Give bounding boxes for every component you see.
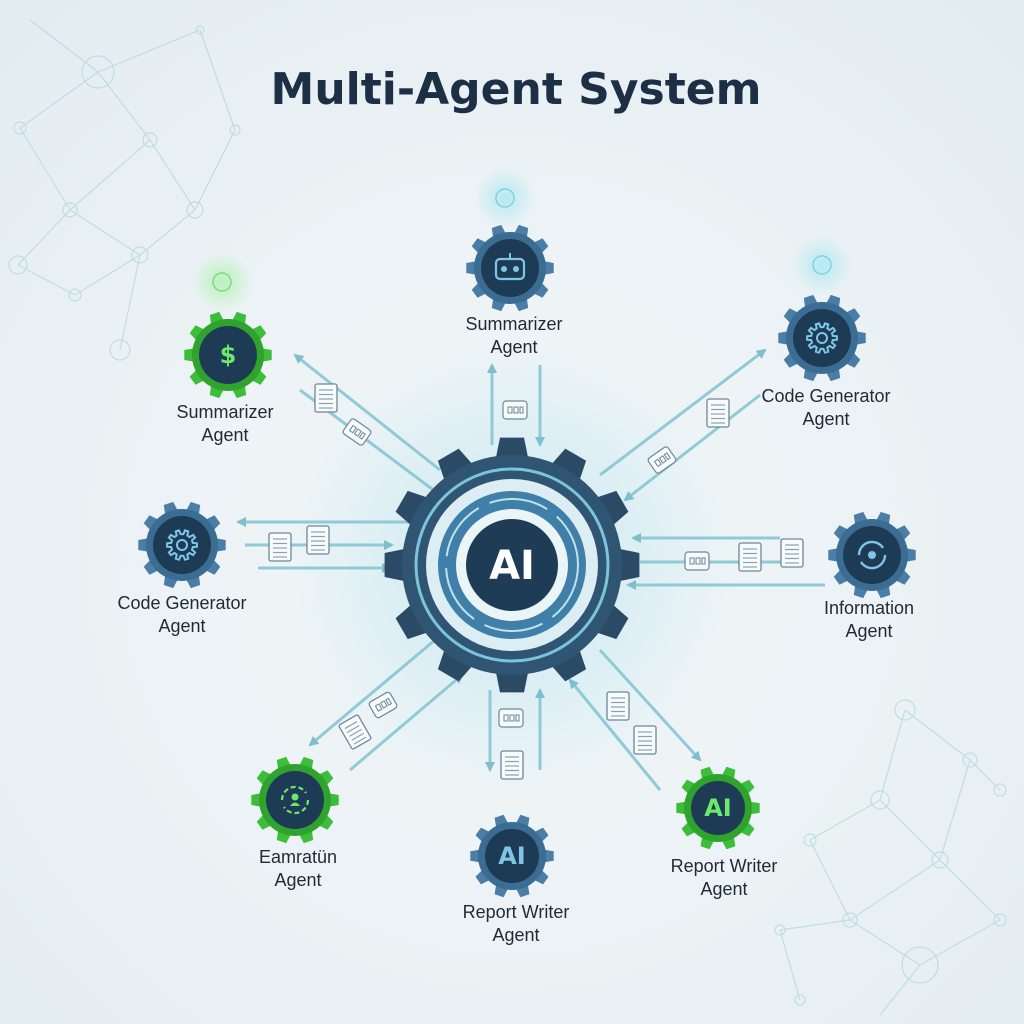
- sparkle-icon: [812, 255, 832, 275]
- agent-label-line: Code Generator: [117, 593, 246, 613]
- hub-core: [466, 519, 558, 611]
- refresh-cycle-icon: [857, 540, 887, 570]
- gear-icon: [166, 529, 198, 561]
- connection-flows: [236, 348, 825, 791]
- document-icon: [633, 725, 657, 755]
- robot-icon: [494, 253, 526, 281]
- flow-arrow-top-left-out: [293, 353, 441, 472]
- network-decoration-bottom-right: [774, 699, 1007, 1016]
- agent-core: [691, 781, 745, 835]
- agent-core: [793, 309, 851, 367]
- sparkle-icon: [495, 188, 515, 208]
- data-tag-icon: [647, 446, 677, 474]
- network-decoration-top-left: [8, 19, 241, 361]
- central-ai-hub[interactable]: AI: [384, 437, 640, 693]
- agent-glow: [792, 235, 852, 295]
- sparkle-icon: [212, 272, 232, 292]
- person-cycle-icon: [280, 785, 310, 815]
- dollar-coin-icon: $: [220, 341, 237, 369]
- flow-arrow-top-right-in: [623, 393, 761, 502]
- agent-label-line: Summarizer: [465, 314, 562, 334]
- document-icon: [306, 525, 330, 555]
- agent-label-line: Agent: [802, 409, 849, 429]
- agent-core: [199, 326, 257, 384]
- document-icon: [268, 532, 292, 562]
- agent-label-line: Agent: [700, 879, 747, 899]
- document-icon: [314, 383, 338, 413]
- flow-arrow-top-right-out: [599, 348, 767, 477]
- agent-core: [485, 829, 539, 883]
- hub-outer-ring: [414, 467, 610, 663]
- document-icon: [706, 398, 730, 428]
- document-icon: [738, 542, 762, 572]
- agent-label-line: Eamratün: [259, 847, 337, 867]
- data-tag-icon: [342, 418, 372, 446]
- agent-label-line: Agent: [492, 925, 539, 945]
- data-tag-icon: [502, 400, 528, 420]
- agent-label-line: Agent: [490, 337, 537, 357]
- flow-arrow-bottom-left-in: [349, 673, 464, 772]
- agent-glow: [192, 252, 252, 312]
- flow-arrow-bottom-right-in: [568, 678, 662, 791]
- agent-label-line: Information: [824, 598, 914, 618]
- gear-icon: [806, 322, 838, 354]
- agent-glow: [475, 168, 535, 228]
- document-icon: [780, 538, 804, 568]
- agent-label-line: Agent: [158, 616, 205, 636]
- agent-label-line: Agent: [845, 621, 892, 641]
- ai-badge-icon: AI: [498, 842, 526, 870]
- agent-label-line: Agent: [274, 870, 321, 890]
- agent-label-line: Report Writer: [463, 902, 570, 922]
- hub-label: AI: [489, 543, 535, 589]
- data-tag-icon: [684, 551, 710, 571]
- flow-arrow-bottom-right-out: [598, 648, 702, 762]
- agent-label-line: Report Writer: [671, 856, 778, 876]
- document-icon: [606, 691, 630, 721]
- document-icon: [338, 714, 372, 750]
- data-tag-icon: [368, 691, 398, 719]
- agent-label-line: Code Generator: [761, 386, 890, 406]
- flow-arrow-bottom-left-out: [308, 638, 436, 747]
- diagram-title: Multi-Agent System: [271, 64, 762, 115]
- hub-dashed-ring: [445, 498, 579, 632]
- agent-core: [481, 239, 539, 297]
- agent-label-line: Agent: [201, 425, 248, 445]
- agent-label-line: Summarizer: [176, 402, 273, 422]
- agent-core: [153, 516, 211, 574]
- ai-badge-icon: AI: [704, 794, 732, 822]
- document-icon: [500, 750, 524, 780]
- data-tag-icon: [498, 708, 524, 728]
